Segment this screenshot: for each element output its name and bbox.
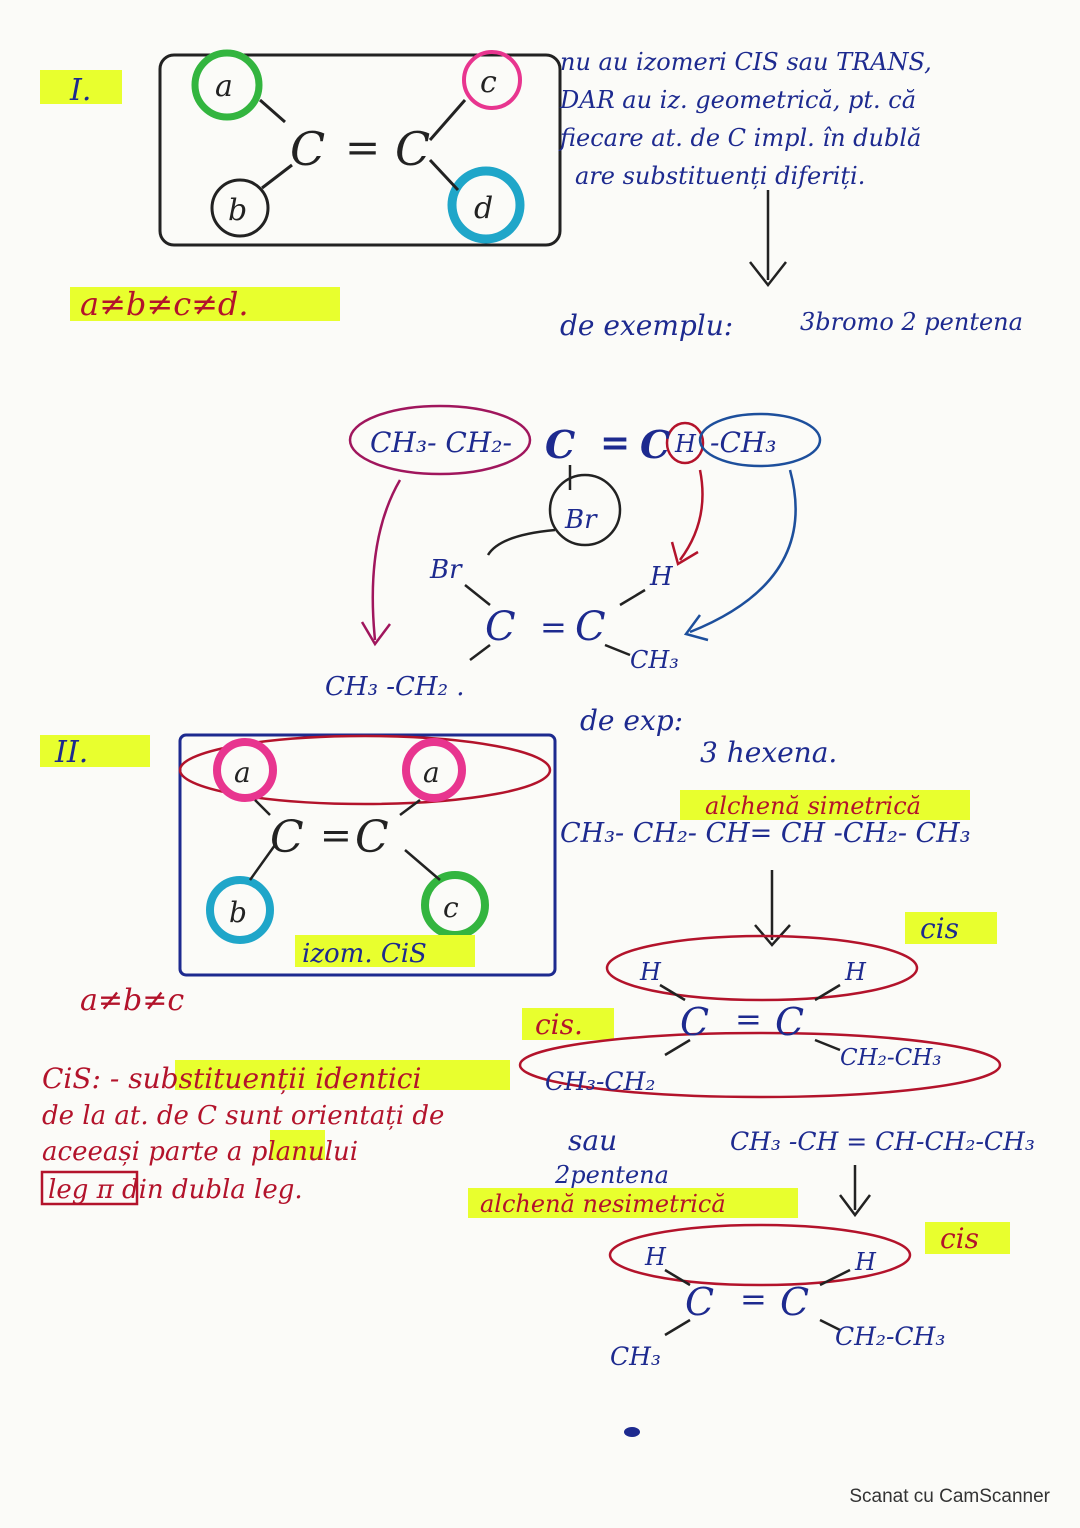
sub-a-label: a — [215, 69, 233, 104]
cis-def-4: leg π din dubla leg. — [48, 1175, 303, 1205]
note-line-4: are substituenți diferiți. — [575, 162, 865, 190]
s2-inequality: a≠b≠c — [80, 983, 184, 1018]
ex2-right-group: CH₂-CH₃ — [835, 1322, 945, 1351]
cis-def-1: CiS: - substituenții identici — [42, 1062, 421, 1095]
s2-sub-c: c — [443, 891, 459, 924]
section2-numeral: II. — [54, 735, 88, 770]
ex1-c1: C — [680, 1000, 709, 1044]
ex1-eq: = — [735, 1000, 762, 1038]
s1-example-name: 3bromo 2 pentena — [800, 308, 1023, 336]
chain-c1: C — [545, 422, 575, 467]
chain-eq: = — [600, 422, 630, 464]
sub-c-circle — [462, 50, 522, 110]
s2-sub-a2-circle — [402, 738, 466, 802]
s2-cc-eq: = — [320, 813, 352, 857]
sub-b-label: b — [228, 193, 247, 228]
iso-c2: C — [575, 604, 606, 650]
ex2-type: alchenă nesimetrică — [480, 1190, 726, 1218]
ex2-h-left: H — [644, 1243, 667, 1271]
ex1-formula: CH₃- CH₂- CH= CH -CH₂- CH₃ — [560, 818, 971, 849]
ex1-type: alchenă simetrică — [705, 792, 921, 820]
ex1-h-left: H — [639, 958, 662, 986]
ex2-eq: = — [740, 1280, 767, 1318]
ex1-right-group: CH₂-CH₃ — [840, 1045, 942, 1071]
s1-cc-left: C — [290, 122, 325, 176]
sub-d-circle — [447, 166, 525, 244]
s2-sub-a2: a — [423, 756, 440, 789]
cis-def-3: aceeași parte a planului — [42, 1137, 358, 1167]
iso-ch3: CH₃ — [630, 646, 679, 674]
chain-h: H — [674, 430, 697, 458]
s2-sub-b: b — [229, 896, 247, 929]
ex2-formula: CH₃ -CH = CH-CH₂-CH₃ — [730, 1127, 1035, 1156]
iso-c1: C — [485, 604, 516, 650]
chain-right: -CH₃ — [710, 426, 777, 459]
note-line-1: nu au izomeri CIS sau TRANS, — [560, 48, 932, 76]
s2-sub-a1: a — [234, 756, 251, 789]
iso-br: Br — [429, 555, 463, 585]
numeral-1-highlight — [40, 70, 122, 104]
sub-c-label: c — [480, 65, 497, 100]
chain-br: Br — [564, 505, 598, 535]
section1-numeral: I. — [69, 73, 91, 108]
cis-left-tag: cis. — [535, 1008, 583, 1041]
iso-ethyl: CH₃ -CH₂ . — [325, 672, 465, 702]
scanner-watermark: Scanat cu CamScanner — [849, 1486, 1050, 1507]
sub-a-circle — [191, 49, 263, 121]
cis-def-2: de la at. de C sunt orientați de — [42, 1101, 444, 1131]
chain-left: CH₃- CH₂- — [370, 426, 512, 459]
s1-cc-right: C — [395, 122, 430, 176]
s1-example-label: de exemplu: — [560, 309, 733, 342]
s2-sub-b-circle — [206, 876, 274, 944]
cis-tag-2: cis — [940, 1222, 979, 1255]
s2-isomer-label: izom. CiS — [302, 939, 427, 969]
s2-cc-right: C — [355, 812, 389, 863]
s1-inequality: a≠b≠c≠d. — [80, 285, 249, 323]
note-line-3: fiecare at. de C impl. în dublă — [558, 124, 921, 152]
sub-d-label: d — [474, 191, 493, 226]
ex1-h-right: H — [844, 958, 867, 986]
ex2-c2: C — [780, 1280, 809, 1324]
ex2-h-right: H — [854, 1248, 877, 1276]
section1-box — [158, 53, 562, 247]
iso-h: H — [649, 562, 674, 592]
s1-cc-eq: = — [345, 123, 380, 172]
ex2-name: 2pentena — [554, 1161, 669, 1189]
ex1-c2: C — [775, 1000, 804, 1044]
or-label: sau — [568, 1124, 617, 1157]
ex2-left-group: CH₃ — [610, 1342, 661, 1371]
note-line-2: DAR au iz. geometrică, pt. că — [559, 86, 916, 114]
cis-tag-1: cis — [920, 912, 959, 945]
s2-example-label: de exp: — [580, 704, 683, 737]
iso-eq: = — [540, 608, 567, 646]
ex1-left-group: CH₃-CH₂ — [545, 1067, 655, 1096]
s2-sub-a1-circle — [213, 738, 277, 802]
chain-c2: C — [640, 422, 670, 467]
s2-cc-left: C — [270, 812, 304, 863]
ex2-c1: C — [685, 1280, 714, 1324]
ex1-name: 3 hexena. — [700, 736, 837, 769]
sub-b-circle — [210, 178, 270, 238]
